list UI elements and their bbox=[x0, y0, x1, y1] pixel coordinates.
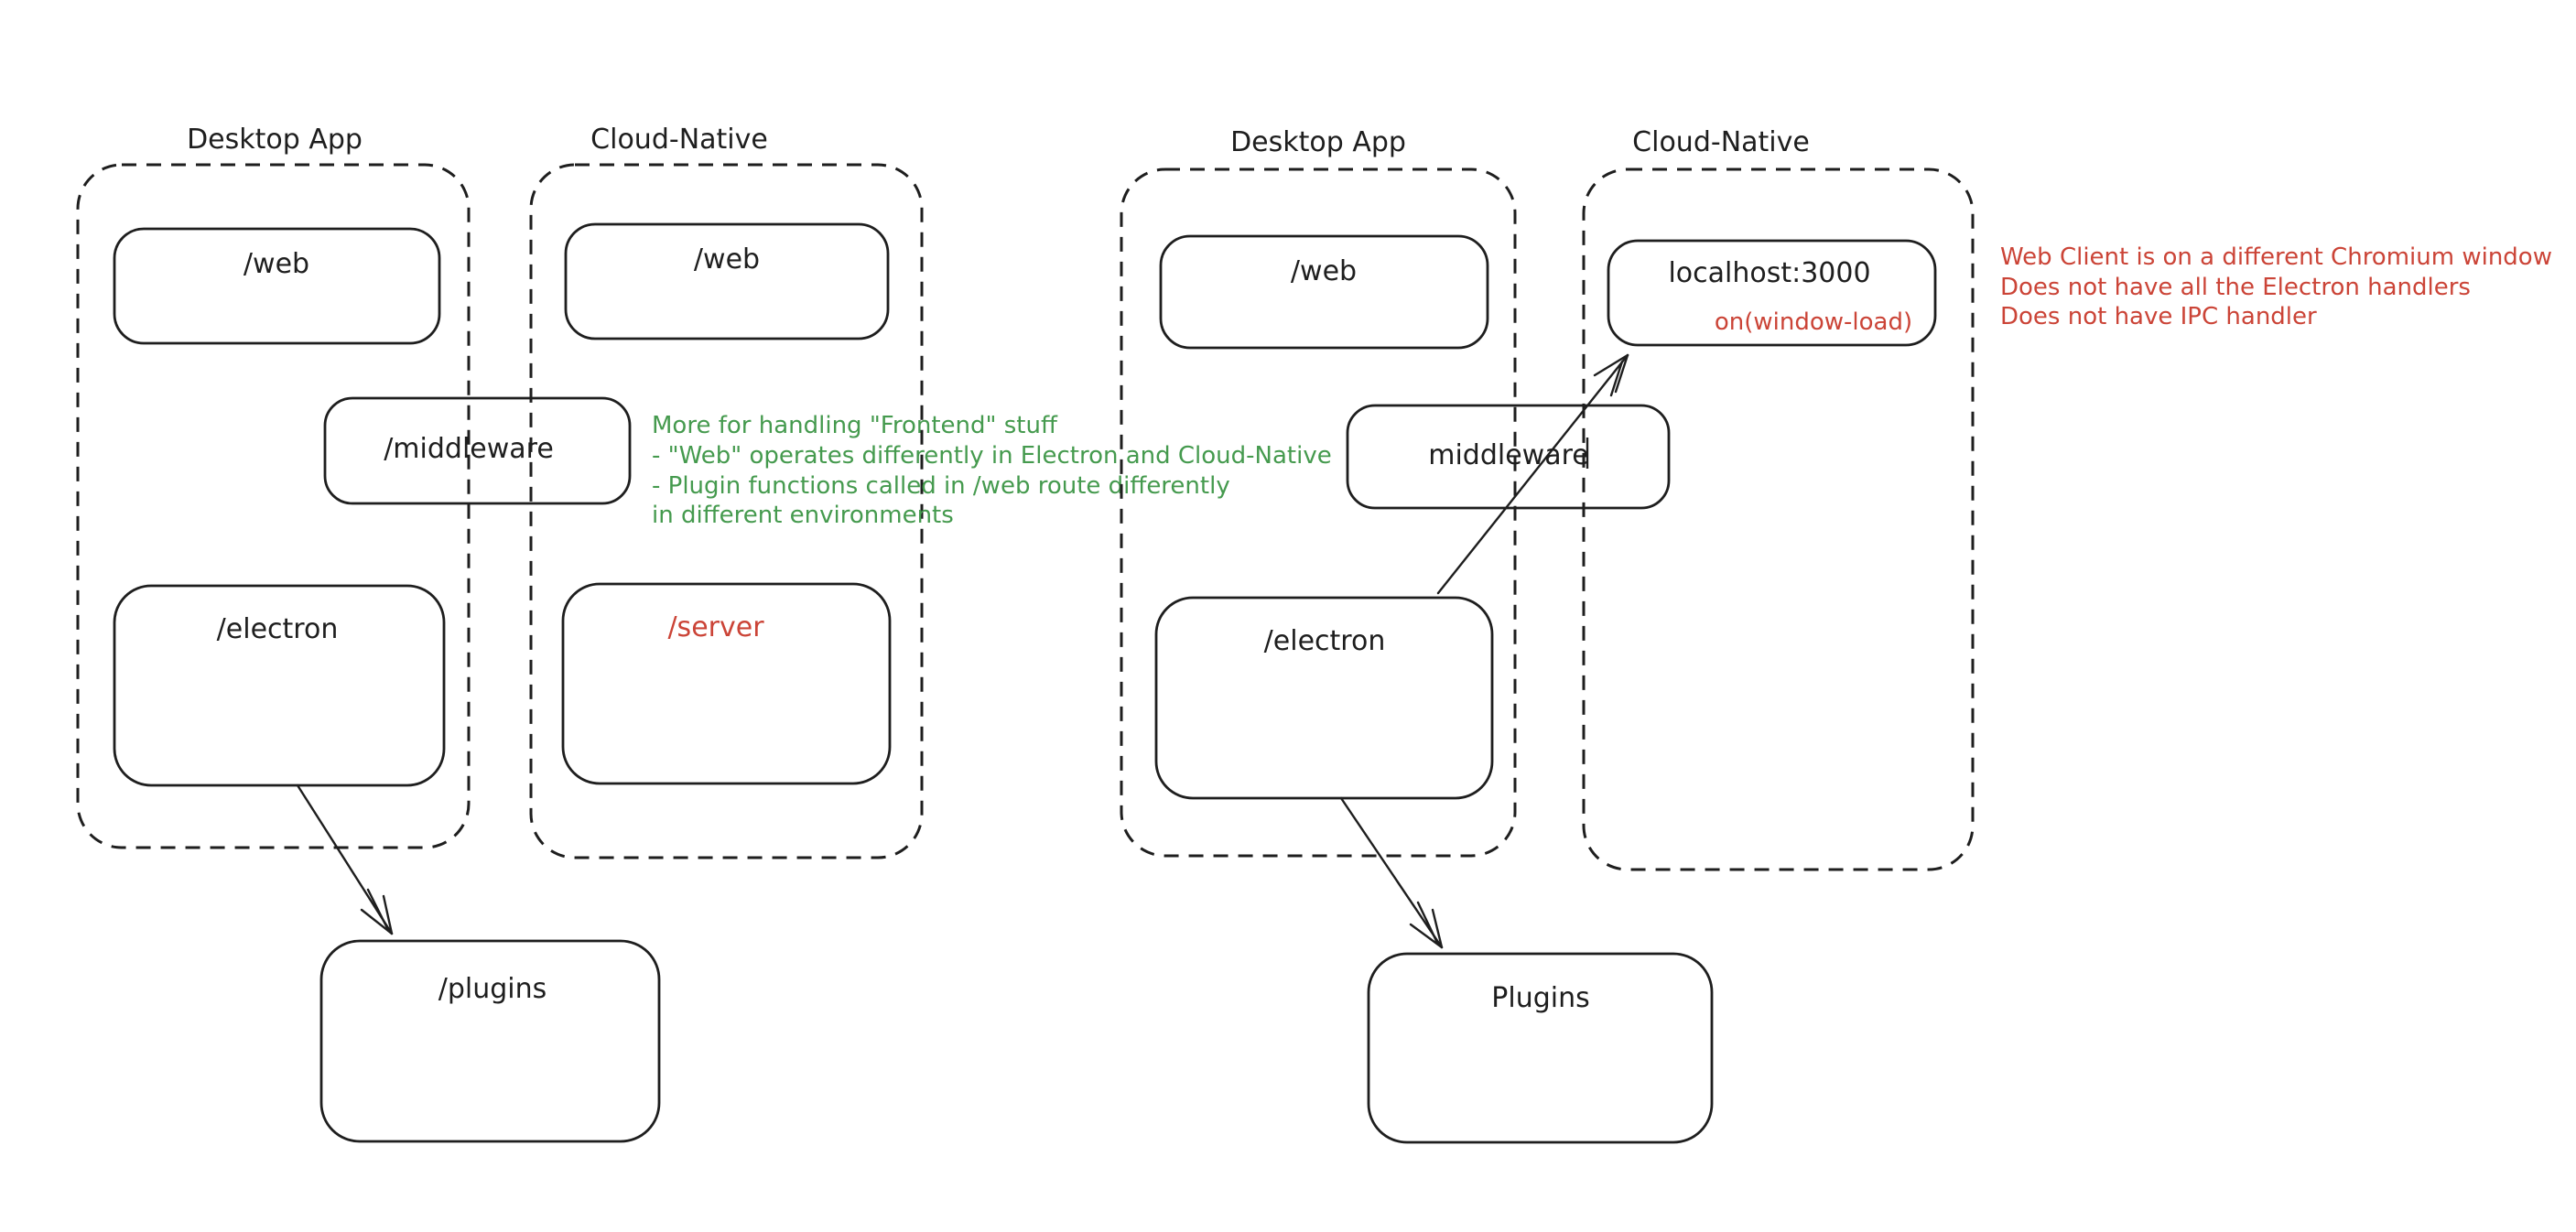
left-plugins-box bbox=[319, 939, 661, 1143]
right-arrow-middleware-to-localhost bbox=[1436, 353, 1629, 595]
right-middleware-label: middleware bbox=[1428, 439, 1589, 471]
right-web-label: /web bbox=[1291, 255, 1357, 287]
green-note-line-3: - Plugin functions called in /web route … bbox=[652, 472, 1230, 500]
right-diagram: Desktop App Cloud-Native /web localhost:… bbox=[1120, 126, 1975, 1144]
green-note: More for handling "Frontend" stuff - "We… bbox=[652, 412, 1332, 529]
left-web-cloud-label: /web bbox=[694, 243, 760, 276]
right-desktop-app-container bbox=[1120, 168, 1517, 858]
right-plugins-label: Plugins bbox=[1491, 982, 1589, 1014]
left-desktop-app-container bbox=[76, 163, 471, 849]
right-on-window-load-label: on(window-load) bbox=[1715, 308, 1912, 336]
right-localhost-label: localhost:3000 bbox=[1668, 257, 1870, 289]
left-electron-label: /electron bbox=[217, 613, 339, 645]
left-cloud-native-container bbox=[529, 163, 924, 859]
left-cloud-native-label: Cloud-Native bbox=[590, 124, 768, 156]
left-web-desktop-box bbox=[113, 227, 441, 345]
left-arrow-electron-to-plugins bbox=[296, 784, 394, 935]
right-cloud-native-label: Cloud-Native bbox=[1632, 126, 1810, 158]
red-note-line-1: Web Client is on a different Chromium wi… bbox=[2000, 243, 2552, 271]
left-plugins-label: /plugins bbox=[438, 973, 547, 1005]
right-desktop-app-label: Desktop App bbox=[1230, 126, 1406, 158]
left-web-desktop-label: /web bbox=[244, 248, 309, 280]
left-web-cloud-box bbox=[564, 222, 890, 340]
right-plugins-box bbox=[1367, 952, 1714, 1144]
right-web-box bbox=[1159, 234, 1489, 350]
green-note-line-1: More for handling "Frontend" stuff bbox=[652, 412, 1058, 439]
left-desktop-app-label: Desktop App bbox=[187, 124, 363, 156]
left-server-label: /server bbox=[667, 611, 764, 643]
left-middleware-box bbox=[323, 396, 632, 505]
right-arrow-electron-to-plugins bbox=[1339, 796, 1444, 949]
right-electron-box bbox=[1154, 596, 1494, 800]
right-localhost-box bbox=[1607, 239, 1937, 347]
left-electron-box bbox=[113, 584, 446, 787]
left-middleware-label: /middleware bbox=[384, 433, 554, 465]
red-note-line-3: Does not have IPC handler bbox=[2000, 303, 2317, 330]
red-note-line-2: Does not have all the Electron handlers bbox=[2000, 274, 2471, 301]
green-note-line-4: in different environments bbox=[652, 502, 954, 529]
green-note-line-2: - "Web" operates differently in Electron… bbox=[652, 442, 1332, 470]
right-cloud-native-container bbox=[1582, 168, 1975, 871]
red-note: Web Client is on a different Chromium wi… bbox=[2000, 243, 2552, 330]
left-diagram: Desktop App Cloud-Native /web /web /midd… bbox=[76, 124, 924, 1143]
right-electron-label: /electron bbox=[1264, 625, 1386, 657]
right-middleware-box bbox=[1346, 404, 1671, 510]
left-server-box bbox=[561, 582, 892, 785]
